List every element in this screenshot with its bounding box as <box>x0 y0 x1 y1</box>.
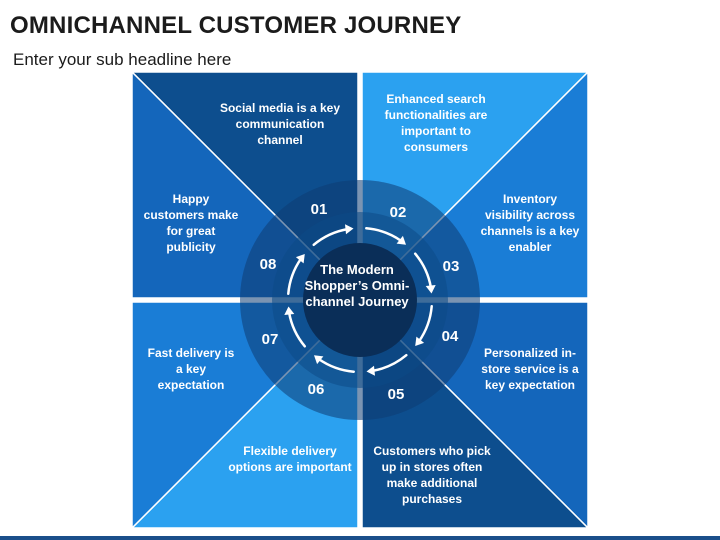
step-2-text: Enhanced search functionalities are impo… <box>384 92 488 154</box>
arrowhead-4 <box>415 336 425 346</box>
step-6-text: Flexible delivery options are important <box>228 444 352 474</box>
center-circle <box>303 243 417 357</box>
cycle-arrow-8 <box>287 257 303 295</box>
cycle-arrows <box>287 227 433 373</box>
step-1-text: Social media is a key communication chan… <box>219 101 341 147</box>
arrowhead-5 <box>366 365 375 376</box>
step-number-4: 04 <box>441 328 459 345</box>
arrowhead-3 <box>425 285 436 294</box>
cycle-arrow-4 <box>417 305 433 343</box>
cycle-arrowheads <box>284 224 436 376</box>
step-number-7: 07 <box>261 331 279 348</box>
arrowhead-1 <box>345 224 354 235</box>
step-number-2: 02 <box>389 204 407 221</box>
step-5-text: Customers who pick up in stores often ma… <box>373 444 491 506</box>
step-number-5: 05 <box>387 386 405 403</box>
arrowhead-7 <box>284 306 295 315</box>
step-3-text: Inventory visibility across channels is … <box>480 192 580 254</box>
bottom-accent-bar <box>0 536 720 540</box>
arrowhead-8 <box>295 254 305 264</box>
step-number-6: 06 <box>307 381 325 398</box>
cycle-arrow-2 <box>365 227 403 243</box>
cycle-arrow-1 <box>312 227 349 247</box>
cycle-arrow-6 <box>317 357 355 373</box>
step-number-1: 01 <box>310 201 328 218</box>
arrowhead-6 <box>314 355 324 365</box>
step-8-text: Happy customers make for great publicity <box>143 192 239 254</box>
cycle-arrow-3 <box>413 252 433 289</box>
cycle-arrow-5 <box>371 353 408 373</box>
center-label: The Modern Shopper’s Omni-channel Journe… <box>304 262 410 309</box>
page-title: OMNICHANNEL CUSTOMER JOURNEY <box>10 12 462 39</box>
step-number-3: 03 <box>442 258 460 275</box>
cycle-arrow-7 <box>287 311 307 348</box>
step-7-text: Fast delivery is a key expectation <box>147 346 235 392</box>
page-subtitle: Enter your sub headline here <box>13 50 232 69</box>
step-4-text: Personalized in-store service is a key e… <box>481 346 579 392</box>
step-number-8: 08 <box>259 256 277 273</box>
arrowhead-2 <box>396 235 406 245</box>
